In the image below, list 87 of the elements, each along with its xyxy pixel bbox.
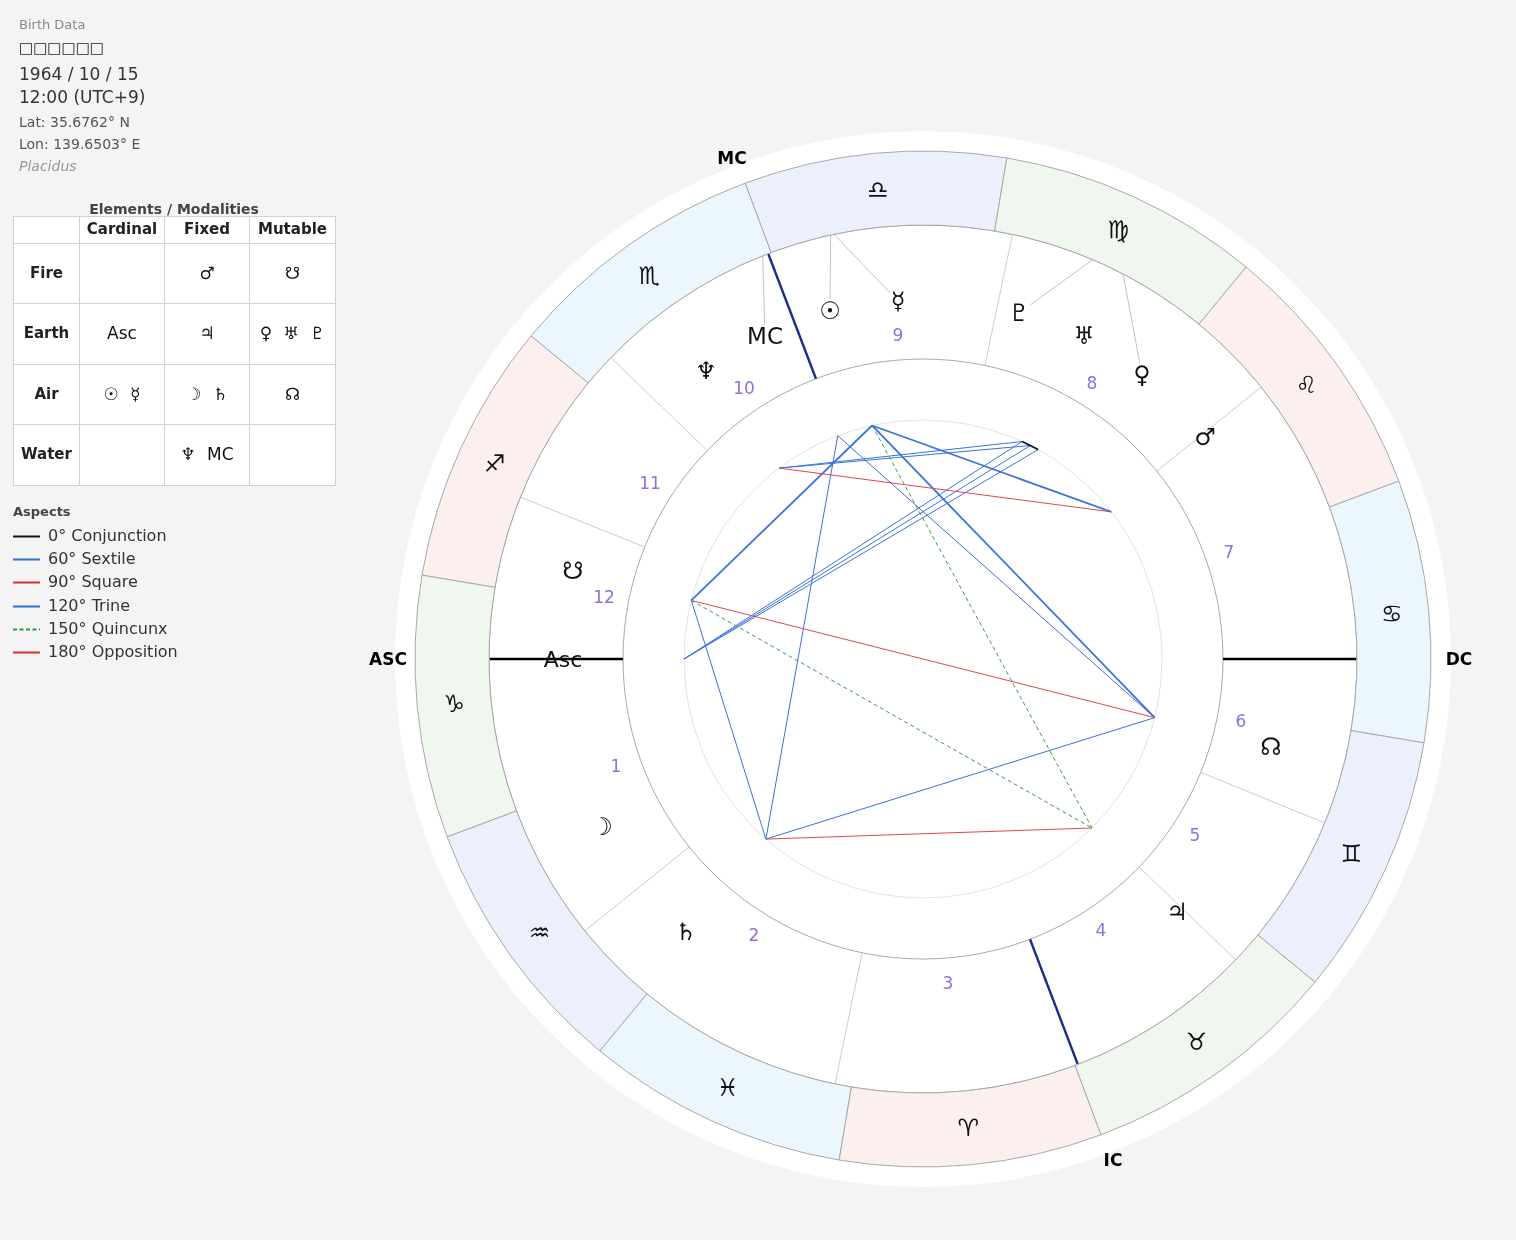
column-header: Fixed <box>184 221 230 239</box>
zodiac-sign-glyph: ♉ <box>1185 1030 1208 1055</box>
zodiac-sign-segment <box>1073 934 1316 1136</box>
zodiac-sign-glyph: ♏ <box>638 263 661 288</box>
house-system-note: Placidus <box>19 157 77 175</box>
house-number: 7 <box>1223 543 1235 561</box>
zodiac-sign-glyph: ♈ <box>957 1115 979 1140</box>
table-entry: ☽ ♄ <box>186 384 228 405</box>
legend-label: 150° Quincunx <box>48 619 168 639</box>
zodiac-sign-glyph: ♋ <box>1381 601 1403 626</box>
leader-line <box>762 255 766 325</box>
zodiac-sign-glyph: ♐ <box>483 451 506 476</box>
table-title: Elements / Modalities <box>89 202 259 216</box>
section-heading: Birth Data <box>19 17 86 33</box>
legend-label: 90° Square <box>48 572 138 592</box>
house-number: 5 <box>1189 826 1201 844</box>
planet-glyph: ♀ <box>1133 363 1151 387</box>
house-number: 9 <box>892 326 904 344</box>
house-number: 4 <box>1095 921 1107 939</box>
house-number: 10 <box>733 379 755 397</box>
row-header: Earth <box>23 325 70 343</box>
latitude-text: Lat: 35.6762° N <box>19 113 130 131</box>
zodiac-sign-segment <box>598 992 853 1162</box>
table-entry: ☋ <box>284 263 301 284</box>
table-entry: ♂ <box>199 263 215 284</box>
birth-date: 1964 / 10 / 15 <box>19 65 139 85</box>
angle-label: ASC <box>369 650 407 668</box>
row-header: Air <box>34 385 59 404</box>
zodiac-sign-segment <box>1328 480 1432 744</box>
zodiac-sign-segment <box>414 574 518 838</box>
zodiac-sign-glyph: ♑ <box>443 692 465 717</box>
planet-glyph: ☊ <box>1260 735 1282 759</box>
angle-label: MC <box>747 324 783 348</box>
angle-label: DC <box>1445 650 1473 668</box>
zodiac-sign-segment <box>993 156 1248 326</box>
longitude-text: Lon: 139.6503° E <box>19 135 141 153</box>
zodiac-sign-glyph: ♒ <box>528 920 551 945</box>
zodiac-sign-segment <box>446 809 648 1052</box>
planet-glyph: ♂ <box>1194 425 1216 449</box>
row-header: Fire <box>30 264 63 283</box>
table-entry: ♆ MC <box>180 445 234 465</box>
table-entry: ♃ <box>199 324 215 344</box>
legend-label: 60° Sextile <box>48 549 136 569</box>
row-header: Water <box>21 446 72 464</box>
house-number: 6 <box>1235 712 1247 730</box>
zodiac-sign-segment <box>838 1064 1102 1168</box>
planet-glyph: ☽ <box>591 815 613 839</box>
zodiac-sign-segment <box>744 150 1008 254</box>
zodiac-sign-glyph: ♍ <box>1107 218 1130 243</box>
planet-glyph: ☉ <box>819 299 841 323</box>
table-entry: ♀ ♅ ♇ <box>259 324 326 344</box>
house-number: 8 <box>1086 374 1098 392</box>
table-entry: ☉ ☿ <box>103 384 141 405</box>
legend-label: 180° Opposition <box>48 642 178 662</box>
zodiac-sign-glyph: ♓ <box>716 1075 739 1100</box>
planet-glyph: ♃ <box>1166 900 1188 924</box>
zodiac-sign-glyph: ♌ <box>1295 373 1318 398</box>
table-entry: Asc <box>107 324 137 344</box>
legend-label: 0° Conjunction <box>48 526 167 546</box>
zodiac-sign-segment <box>420 334 590 589</box>
house-number: 12 <box>593 588 615 606</box>
angle-label: IC <box>1103 1151 1123 1169</box>
planet-glyph: ♆ <box>695 359 717 383</box>
planet-glyph: ♄ <box>675 920 697 944</box>
birth-time: 12:00 (UTC+9) <box>19 88 146 108</box>
planet-glyph: ♅ <box>1073 324 1095 348</box>
zodiac-sign-segment <box>1198 266 1400 509</box>
column-header: Cardinal <box>86 221 158 239</box>
leader-line <box>833 234 892 294</box>
angle-label: MC <box>717 149 747 167</box>
zodiac-sign-segment <box>1256 729 1426 984</box>
legend-label: 120° Trine <box>48 596 131 616</box>
planet-glyph: ♇ <box>1008 301 1030 325</box>
leader-line <box>1122 274 1141 364</box>
leader-line <box>1029 259 1093 306</box>
legend-title: Aspects <box>13 504 71 520</box>
zodiac-sign-glyph: ♊ <box>1340 842 1363 867</box>
house-number: 2 <box>748 926 760 944</box>
planet-glyph: ☿ <box>890 289 906 313</box>
house-number: 1 <box>610 757 622 775</box>
house-number: 3 <box>942 974 954 992</box>
house-number: 11 <box>639 474 661 492</box>
person-name: □□□□□□ <box>19 40 105 58</box>
column-header: Mutable <box>258 221 327 239</box>
zodiac-sign-glyph: ♎ <box>867 178 889 203</box>
planet-glyph: ☋ <box>562 559 584 583</box>
table-entry: ☊ <box>284 384 301 405</box>
